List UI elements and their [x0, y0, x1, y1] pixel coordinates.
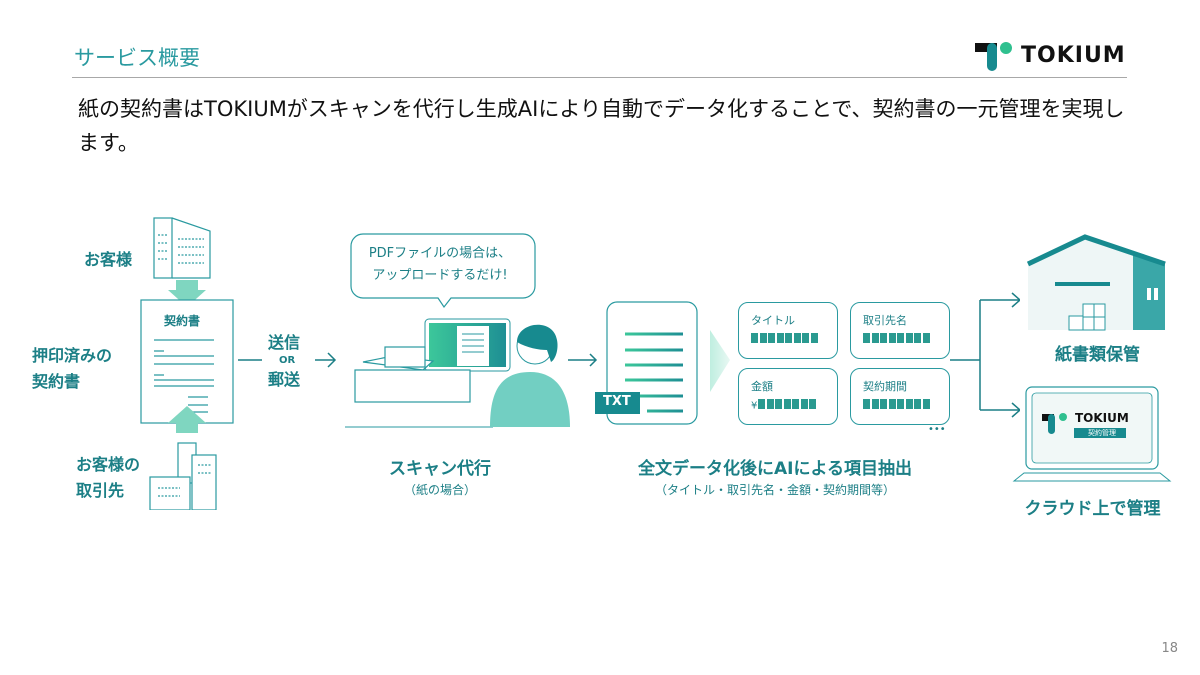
- tokium-logo-mark-icon: [975, 42, 1012, 71]
- scan-sub: （紙の場合）: [403, 483, 476, 497]
- more-ellipsis: •••: [928, 424, 946, 435]
- partner-label-1: お客様の: [76, 455, 141, 474]
- field-card-amount: 金額 ¥: [738, 368, 838, 425]
- app-logo-text: TOKIUM: [1075, 411, 1129, 425]
- arrow-up-icon: [168, 406, 206, 433]
- branch-arrow-icon: [950, 292, 1020, 418]
- field-key: 取引先名: [863, 314, 907, 327]
- field-card-title: タイトル: [738, 302, 838, 359]
- header-divider: [72, 77, 1127, 78]
- contract-doc-title: 契約書: [164, 314, 201, 328]
- scan-service-illustration: [345, 233, 570, 428]
- customer-label: お客様: [84, 250, 133, 269]
- transfer-arrow-icon: [238, 352, 337, 368]
- field-key: 契約期間: [863, 380, 907, 393]
- masked-value: [751, 333, 819, 346]
- cloud-caption: クラウド上で管理: [1024, 499, 1161, 519]
- chevron-right-icon: [710, 330, 730, 392]
- mail-label: 郵送: [268, 370, 301, 389]
- partner-label-2: 取引先: [76, 481, 125, 500]
- scan-caption: スキャン代行: [389, 459, 491, 479]
- partner-buildings-icon: [149, 442, 217, 510]
- tokium-logo: TOKIUM: [975, 40, 1135, 78]
- storage-caption: 紙書類保管: [1055, 345, 1140, 365]
- bubble-text: PDFファイルの場合は、 アップロードするだけ!: [350, 243, 530, 287]
- field-key: タイトル: [751, 314, 795, 327]
- stamped-label-1: 押印済みの: [32, 346, 113, 365]
- scanner-icon: [354, 346, 471, 403]
- laptop-icon: [1012, 386, 1172, 482]
- warehouse-icon: [1026, 234, 1166, 331]
- masked-value: [863, 399, 931, 412]
- bubble-line-2: アップロードするだけ!: [372, 268, 508, 283]
- speech-bubble: [350, 233, 536, 309]
- send-label: 送信: [268, 333, 301, 352]
- office-building-icon: [153, 217, 211, 279]
- contract-flow-illustration: [140, 217, 234, 510]
- page-number: 18: [1161, 641, 1178, 656]
- or-label: OR: [279, 355, 296, 366]
- masked-value: [863, 333, 931, 346]
- txt-badge: TXT: [603, 394, 631, 409]
- stamped-label-2: 契約書: [32, 372, 81, 391]
- txt-document-icon: [595, 301, 730, 425]
- app-sub-text: 契約管理: [1088, 429, 1116, 437]
- field-card-partner: 取引先名: [850, 302, 950, 359]
- field-card-period: 契約期間: [850, 368, 950, 425]
- lead-text: 紙の契約書はTOKIUMがスキャンを代行し生成AIにより自動でデータ化することで…: [78, 97, 1125, 155]
- arrow-right-icon: [568, 353, 598, 367]
- page-title: サービス概要: [74, 46, 200, 70]
- field-prefix: ¥: [751, 400, 759, 412]
- arrow-down-icon: [168, 280, 206, 307]
- masked-value: [758, 399, 818, 412]
- logo-text: TOKIUM: [1021, 43, 1126, 68]
- field-key: 金額: [751, 380, 773, 393]
- extract-caption: 全文データ化後にAIによる項目抽出: [638, 459, 912, 479]
- bubble-line-1: PDFファイルの場合は、: [368, 246, 512, 261]
- extract-sub: （タイトル・取引先名・金額・契約期間等）: [654, 483, 895, 497]
- contract-document-icon: [140, 299, 234, 424]
- person-icon: [490, 324, 570, 427]
